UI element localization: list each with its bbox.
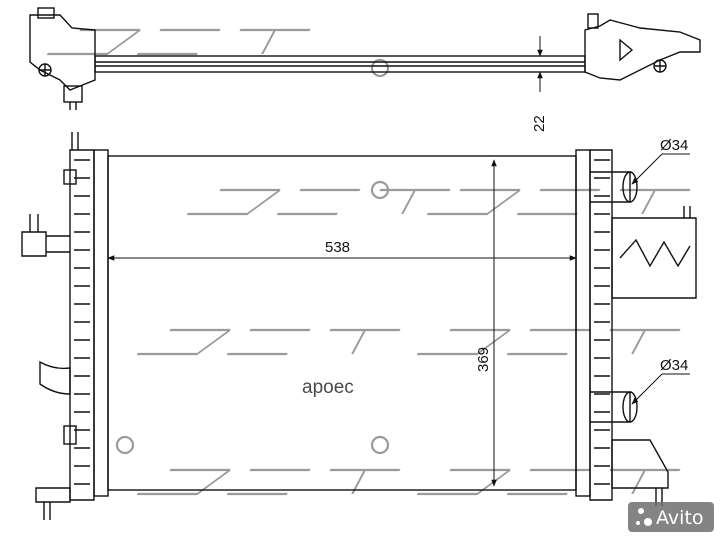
width-label: 538: [325, 239, 350, 256]
pipe-leaders: [631, 153, 690, 405]
radiator-front-view: [21, 132, 697, 520]
watermark-logos: [46, 28, 691, 496]
watermark-logo: [186, 188, 451, 216]
watermark-logo: [416, 328, 681, 356]
watermark-logo: [46, 28, 311, 56]
height-label: 369: [475, 347, 492, 372]
watermark-logo: [416, 468, 681, 496]
upper-pipe-diameter-label: Ø34: [660, 137, 688, 154]
depth-dimension: [537, 36, 585, 92]
avito-badge: Avito: [628, 502, 714, 532]
radiator-top-view: [29, 7, 701, 110]
watermark-brand: ароес: [302, 377, 354, 398]
watermark-logo: [136, 328, 401, 356]
watermark-logo: [426, 188, 691, 216]
depth-label: 22: [531, 115, 548, 132]
avito-text: Avito: [656, 507, 703, 529]
lower-pipe-diameter-label: Ø34: [660, 357, 688, 374]
